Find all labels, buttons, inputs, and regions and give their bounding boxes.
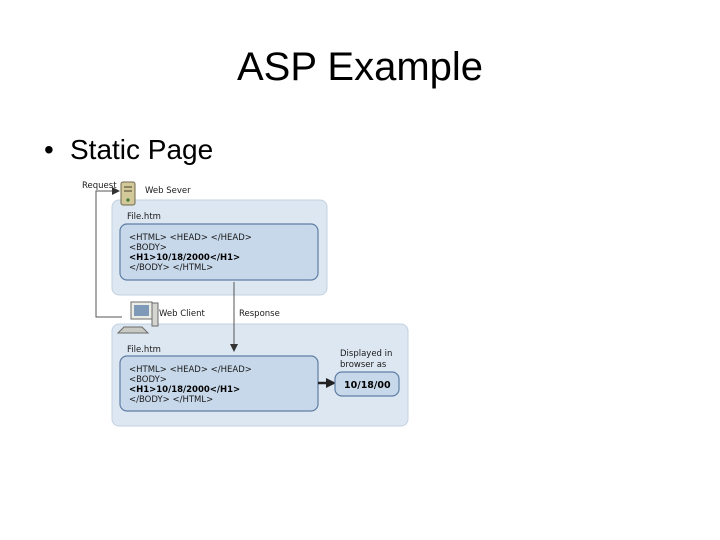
web-server-label: Web Sever <box>145 186 191 196</box>
client-code-line: <H1>10/18/2000</H1> <box>129 385 240 395</box>
server-code-line: <H1>10/18/2000</H1> <box>129 253 240 263</box>
server-code-box <box>119 223 319 281</box>
response-label: Response <box>239 309 280 319</box>
client-code-line: </BODY> </HTML> <box>129 395 213 405</box>
server-file-name: File.htm <box>127 212 161 222</box>
displayed-value: 10/18/00 <box>344 380 391 391</box>
server-code-line: </BODY> </HTML> <box>129 263 213 273</box>
request-label: Request <box>82 181 117 191</box>
displayed-result-box <box>334 371 400 397</box>
bullet-text: Static Page <box>70 134 214 165</box>
bullet-glyph: • <box>44 134 54 165</box>
server-icon <box>120 181 136 206</box>
computer-icon <box>116 301 159 334</box>
web-client-label: Web Client <box>159 309 206 319</box>
slide-title: ASP Example <box>236 45 484 89</box>
bullet-item: • Static Page <box>44 132 213 168</box>
displayed-label-line2: browser as <box>340 360 387 370</box>
request-connector <box>95 187 122 318</box>
client-code-line: <HTML> <HEAD> </HEAD> <box>129 365 252 375</box>
client-code-line: <BODY> <box>129 375 167 385</box>
displayed-label-line1: Displayed in <box>340 349 392 359</box>
server-code-line: <HTML> <HEAD> </HEAD> <box>129 233 252 243</box>
server-code-line: <BODY> <box>129 243 167 253</box>
client-file-name: File.htm <box>127 345 161 355</box>
